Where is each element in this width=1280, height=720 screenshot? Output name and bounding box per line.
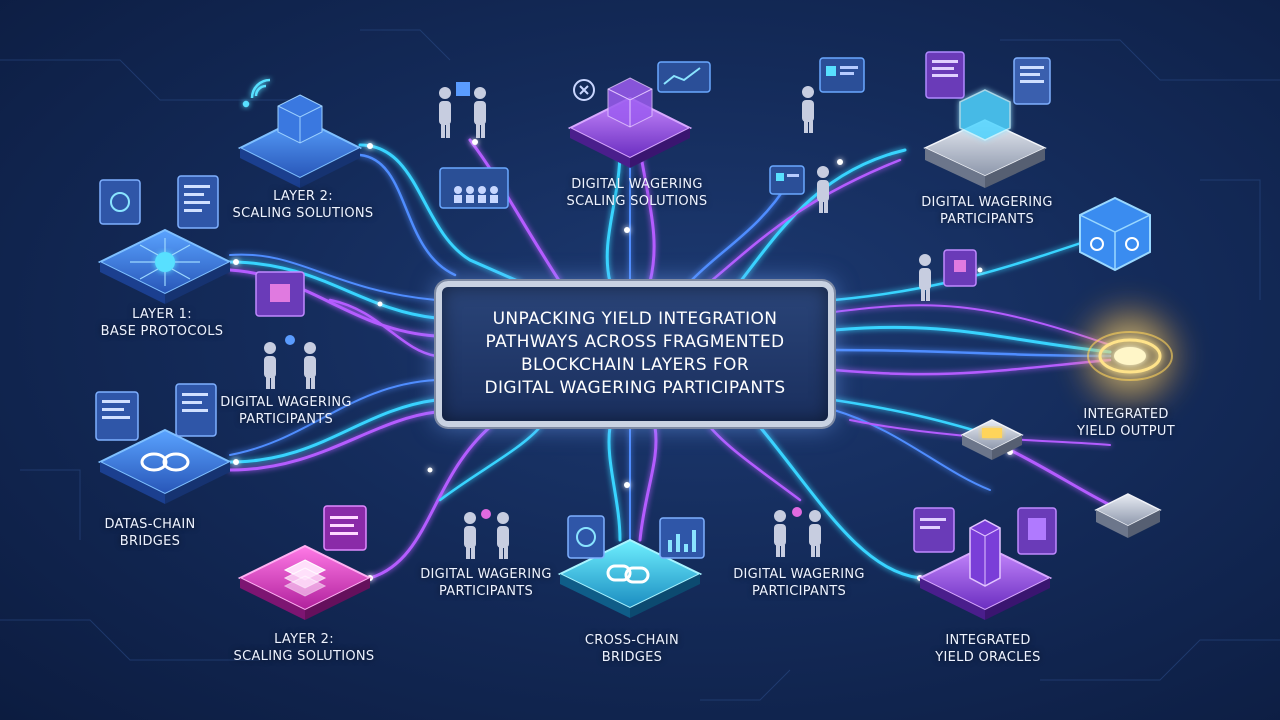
cube-platform-icon [237,94,363,188]
label-line: INTEGRATED [945,633,1031,648]
stack-layers-icon [237,544,373,620]
label-line: LAYER 2: [274,632,334,647]
node-label-cross-chain: CROSS-CHAIN BRIDGES [532,632,732,666]
background-network [0,29,1280,701]
node-label-wagering-left: DIGITAL WAGERING PARTICIPANTS [186,394,386,428]
title-line: PATHWAYS ACROSS FRAGMENTED [485,332,785,352]
screen-panel-icon [99,175,219,229]
people-icon [264,335,316,389]
node-label-wagering-bottom-left: DIGITAL WAGERING PARTICIPANTS [386,566,586,600]
label-line: LAYER 2: [273,189,333,204]
refresh-icon [567,515,605,559]
label-line: CROSS-CHAIN [584,633,680,648]
screen-panel-icon [925,51,1051,105]
node-label-wagering-top-right: DIGITAL WAGERING PARTICIPANTS [887,194,1087,228]
chart-panel-icon [659,517,705,559]
screen-panel-icon [819,57,865,93]
label-line: DIGITAL WAGERING [571,177,703,192]
node-label-integrated-output: INTEGRATED YIELD OUTPUT [1026,406,1226,440]
label-line: PARTICIPANTS [238,412,334,427]
screen-panel-icon [439,167,509,209]
node-label-yield-oracles: INTEGRATED YIELD ORACLES [888,632,1088,666]
glowing-cube-icon [923,89,1047,188]
node-label-layer2-bottom: LAYER 2: SCALING SOLUTIONS [204,631,404,665]
bridge-link-icon [97,428,233,504]
screen-panel-icon [913,507,1057,555]
grey-cube-icon [960,419,1024,460]
label-line: LAYER 1: [132,307,192,322]
people-icon [464,509,509,559]
title-line: UNPACKING YIELD INTEGRATION [492,309,778,329]
people-icon [919,254,931,301]
screen-panel-icon [323,505,367,551]
processor-chip-icon [97,228,233,304]
node-label-wagering-top-center: DIGITAL WAGERING SCALING SOLUTIONS [537,176,737,210]
label-line: DIGITAL WAGERING [733,567,865,582]
people-icon [802,86,814,133]
label-line: DIGITAL WAGERING [420,567,552,582]
node-label-wagering-bottom-right: DIGITAL WAGERING PARTICIPANTS [699,566,899,600]
label-line: PARTICIPANTS [939,212,1035,227]
label-line: BRIDGES [119,534,181,549]
label-line: PARTICIPANTS [438,584,534,599]
processor-cube-icon [567,77,693,168]
screen-panel-icon [769,165,805,195]
wifi-icon [242,78,271,108]
node-label-data-bridges: DATAS-CHAIN BRIDGES [50,516,250,550]
oracle-tower-icon [917,519,1053,620]
connection-lines [228,138,1112,580]
node-label-layer1: LAYER 1: BASE PROTOCOLS [62,306,262,340]
screen-panel-icon [943,249,977,287]
chart-panel-icon [657,61,711,93]
title-line: BLOCKCHAIN LAYERS FOR [520,355,750,375]
vault-cube-icon [1079,196,1151,272]
screen-panel-icon [95,383,217,441]
label-line: SCALING SOLUTIONS [233,649,375,664]
title-box: UNPACKING YIELD INTEGRATION PATHWAYS ACR… [436,281,834,427]
label-line: DIGITAL WAGERING [921,195,1053,210]
people-icon [774,507,821,557]
label-line: YIELD OUTPUT [1077,424,1175,439]
node-label-layer2-top: LAYER 2: SCALING SOLUTIONS [203,188,403,222]
glowing-core-icon [1070,296,1190,416]
label-line: DIGITAL WAGERING [220,395,352,410]
people-icon [817,166,829,213]
label-line: SCALING SOLUTIONS [232,206,374,221]
people-icon [439,82,486,138]
label-line: INTEGRATED [1083,407,1169,422]
label-line: BASE PROTOCOLS [100,324,224,339]
label-line: SCALING SOLUTIONS [566,194,708,209]
label-line: DATAS-CHAIN [104,517,196,532]
label-line: YIELD ORACLES [935,650,1041,665]
refresh-icon [573,79,595,101]
screen-panel-icon [255,271,305,317]
label-line: BRIDGES [601,650,663,665]
label-line: PARTICIPANTS [751,584,847,599]
grey-cube-icon [1094,493,1162,538]
title-line: DIGITAL WAGERING PARTICIPANTS [484,378,786,398]
